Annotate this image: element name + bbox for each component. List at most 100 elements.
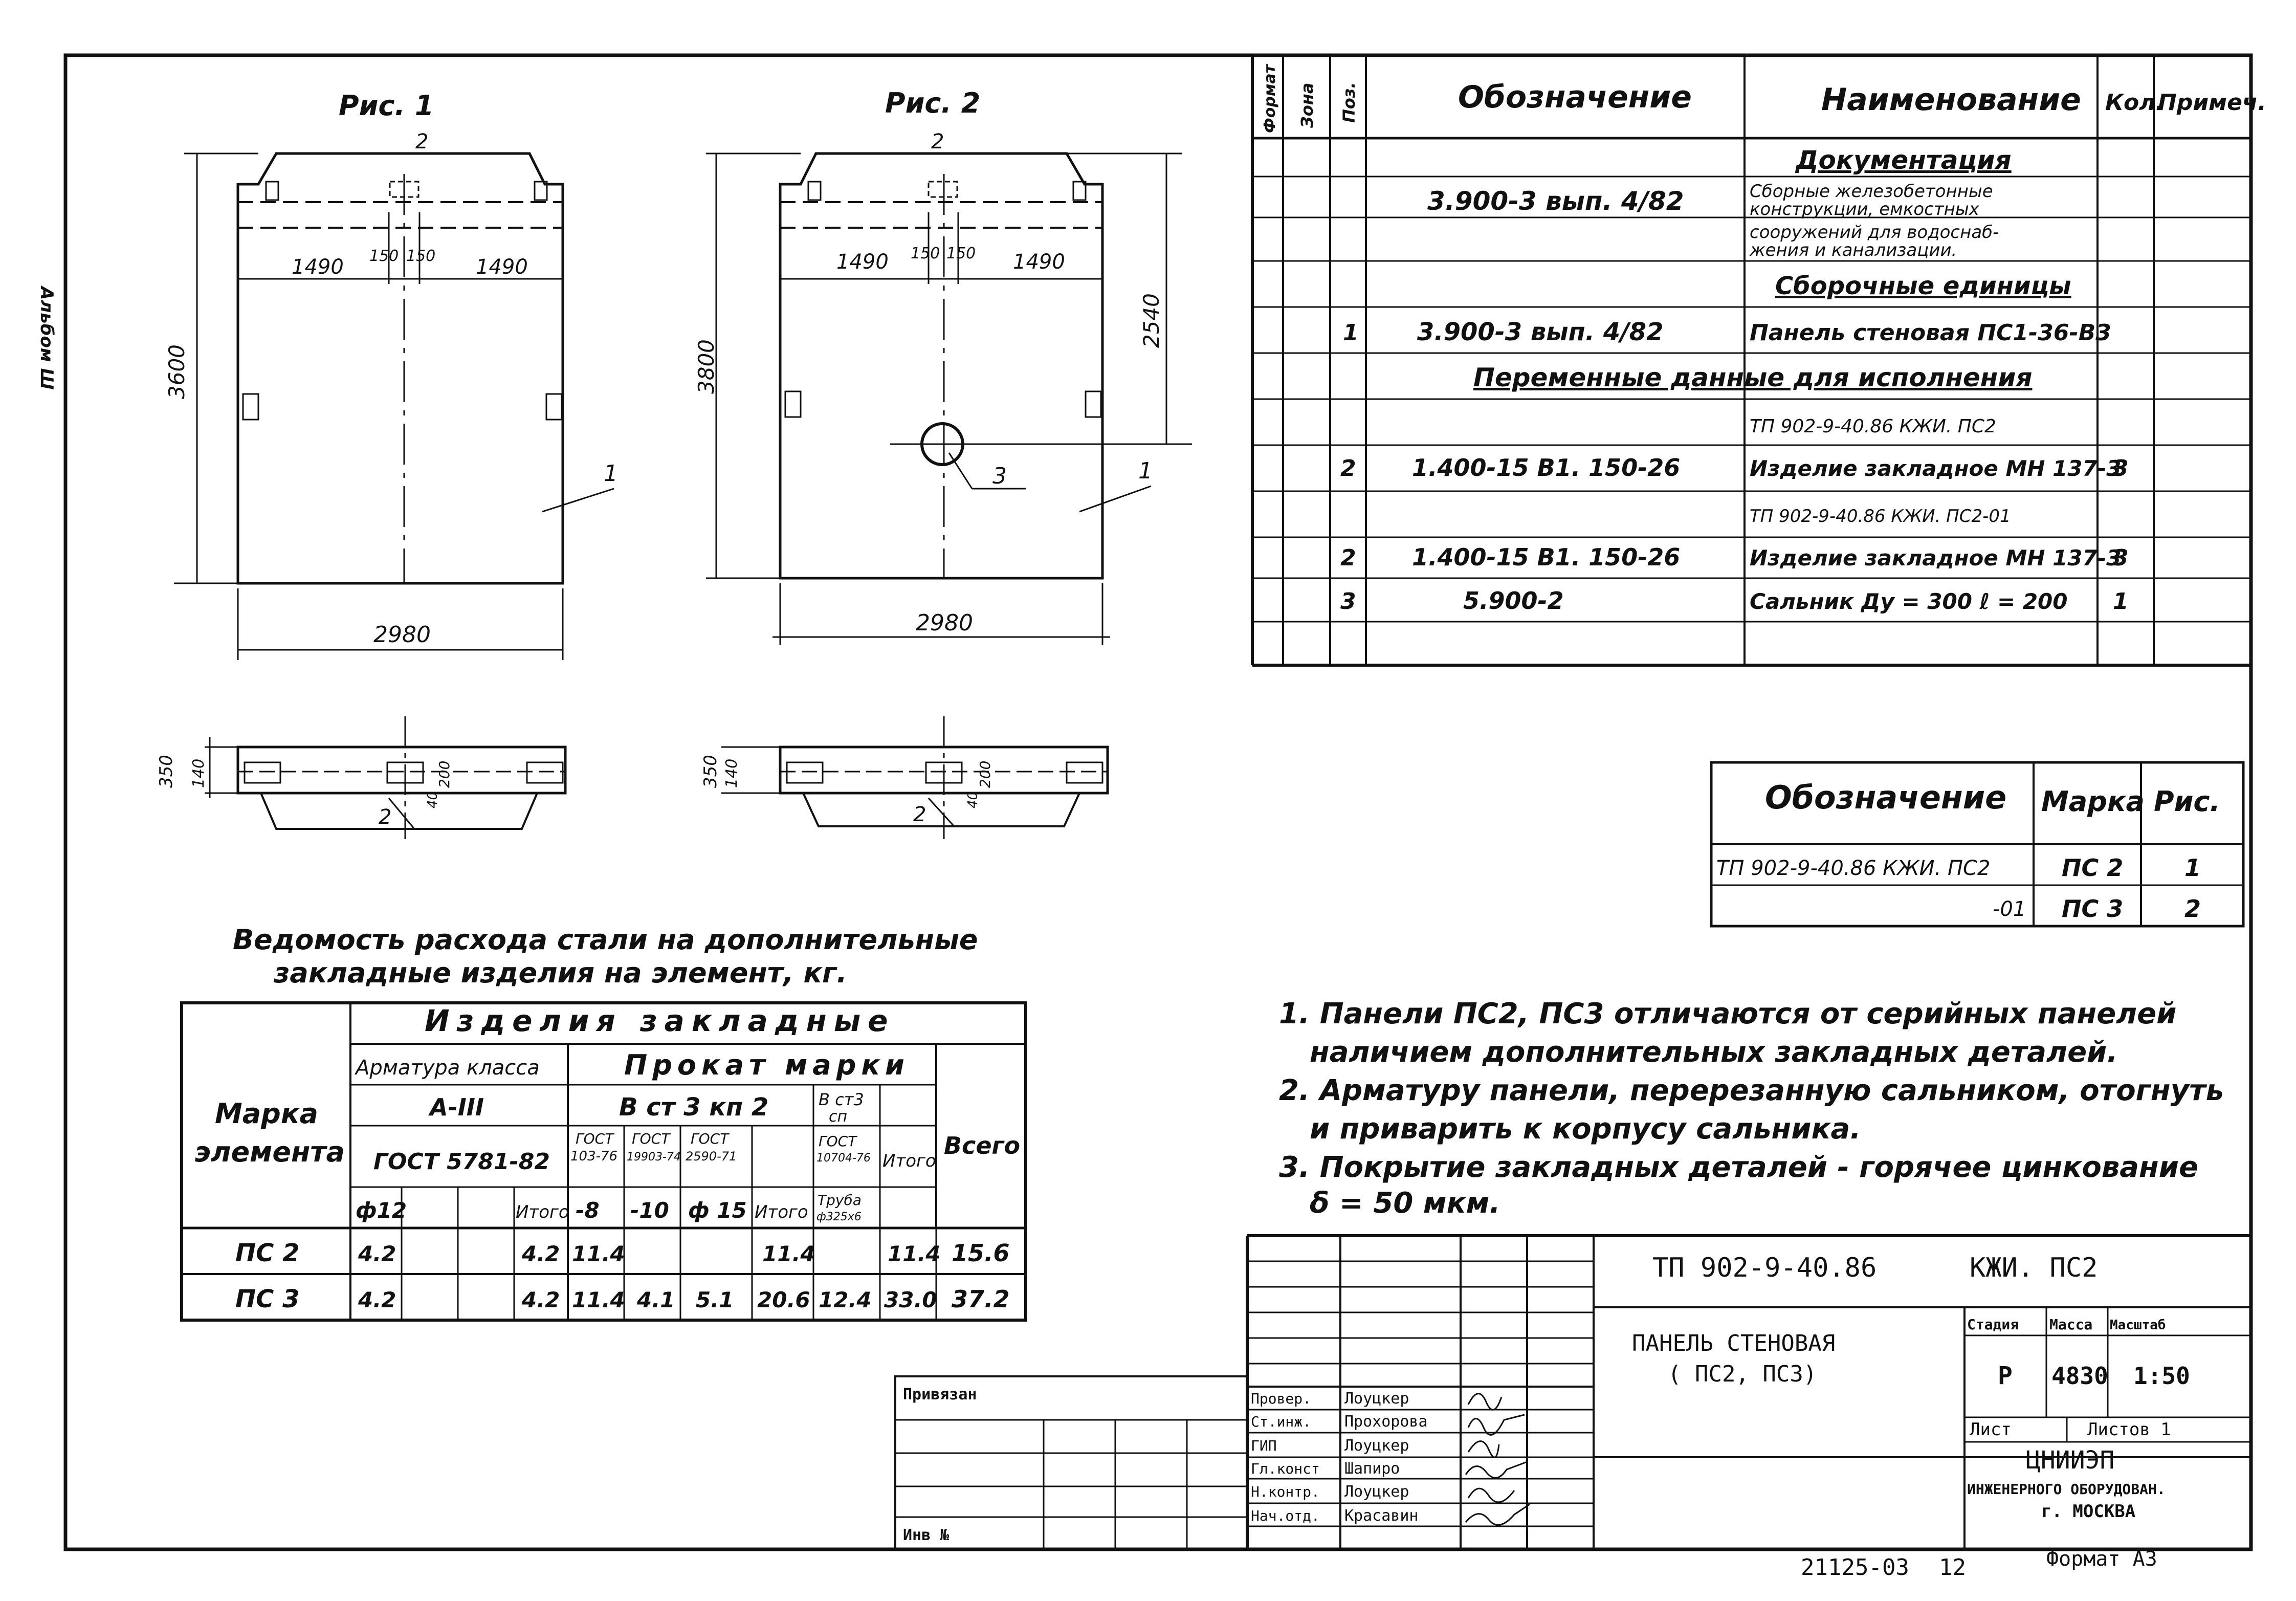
steel-h-truba-1: Труба [818, 1192, 862, 1209]
stamp-org-2: ИНЖЕНЕРНОГО ОБОРУДОВАН. [1967, 1481, 2166, 1498]
title-block: Привязан Инв № Провер. Ст.инж. ГИП Гл.ко… [894, 1234, 2251, 1581]
steel-h-gost2-b: 19903-74 [627, 1151, 681, 1164]
stamp-mass-label: Масса [2049, 1316, 2092, 1333]
fig2-panel-outline [779, 152, 1104, 580]
stamp-sheet-label: Лист [1970, 1419, 2012, 1440]
stamp-bound: Привязан [903, 1386, 977, 1403]
stamp-format: Формат А3 [2046, 1547, 2157, 1571]
spec-header-format: Формат [1261, 63, 1279, 133]
spec-section-docs: Документация [1795, 145, 2012, 175]
fig2-sec-callout: 2 [913, 803, 926, 826]
fig1-sec-callout: 2 [379, 805, 391, 829]
fig2-callout-top: 2 [931, 130, 944, 153]
fig2-dim-top-right: 1490 [1013, 250, 1065, 274]
stamp-name-1: Прохорова [1344, 1413, 1428, 1431]
signature-3 [1465, 1461, 1528, 1479]
signature-5 [1465, 1503, 1530, 1526]
steel-row2-v3: 4.2 [521, 1287, 560, 1312]
steel-h-gost4-a: ГОСТ [819, 1133, 857, 1150]
stamp-scale-label: Масштаб [2110, 1318, 2166, 1333]
fig1-dim-mid-b: 150 [406, 247, 435, 265]
stamp-title-2: ( ПС2, ПС3) [1668, 1361, 1817, 1387]
marks-table: Обозначение Марка Рис. ТП 902-9-40.86 КЖ… [1710, 761, 2245, 928]
steel-row1-v4: 11.4 [572, 1241, 625, 1266]
stamp-role-0: Провер. [1251, 1390, 1311, 1407]
spec-row1-code: 3.900-3 вып. 4/82 [1417, 318, 1663, 346]
fig2-callout-side: 1 [1138, 458, 1153, 484]
marks-row2-fig: 2 [2184, 895, 2201, 923]
steel-h-gost1-b: 103-76 [570, 1149, 617, 1164]
spec-var2: ТП 902-9-40.86 КЖИ. ПС2-01 [1750, 506, 2011, 527]
steel-h-arm: Арматура класса [354, 1056, 540, 1080]
stamp-doc-mark: КЖИ. ПС2 [1970, 1253, 2098, 1283]
spec-row4-qty: 1 [2113, 588, 2129, 615]
steel-h-total: Всего [944, 1132, 1020, 1159]
specification-table: Формат Зона Поз. Обозначение Наименовани… [1251, 55, 2266, 667]
fig2-title: Рис. 2 [885, 87, 980, 119]
spec-header-designation: Обозначение [1458, 79, 1692, 115]
figure-1: Рис. 1 1490 150 150 1490 3600 2980 2 1 [156, 90, 618, 839]
stamp-inv: Инв № [903, 1526, 950, 1544]
fig2-dim-mid-a: 150 [911, 245, 940, 262]
spec-row1-pos: 1 [1343, 320, 1359, 346]
side-label: Альбом Ш [36, 285, 57, 389]
marks-header-fig: Рис. [2154, 785, 2220, 818]
steel-title-1: Ведомость расхода стали на дополнительны… [233, 924, 978, 956]
fig1-title: Рис. 1 [339, 90, 434, 122]
steel-h-gost3-b: 2590-71 [686, 1149, 737, 1164]
steel-row2-v5: 4.1 [636, 1287, 675, 1312]
steel-row2-v8: 12.4 [819, 1287, 872, 1312]
steel-col-h-3: Итого [516, 1202, 569, 1222]
stamp-name-4: Лоуцкер [1344, 1483, 1409, 1501]
notes: 1. Панели ПС2, ПС3 отличаются от серийны… [1279, 997, 2224, 1220]
stamp-role-4: Н.контр. [1251, 1483, 1320, 1500]
marks-header-designation: Обозначение [1765, 779, 2006, 816]
fig1-dim-top-right: 1490 [476, 255, 528, 279]
steel-h-vst3kp2: В ст 3 кп 2 [619, 1093, 768, 1122]
spec-section-vars: Переменные данные для исполнения [1473, 363, 2032, 392]
steel-h-arm-gost: ГОСТ 5781-82 [373, 1149, 550, 1175]
stamp-scale: 1:50 [2133, 1362, 2190, 1390]
steel-row2-v0: 4.2 [358, 1287, 396, 1312]
fig1-dim-top-left: 1490 [292, 255, 344, 279]
stamp-org-3: г. МОСКВА [2041, 1501, 2135, 1522]
spec-row4-name: Сальник Ду = 300 ℓ = 200 [1750, 589, 2068, 614]
spec-row1-name: Панель стеновая ПС1-36-В3 [1750, 320, 2111, 346]
steel-row2-v7: 20.6 [757, 1287, 810, 1312]
spec-row2-pos: 2 [1340, 455, 1356, 481]
note-3: 3. Покрытие закладных деталей - горячее … [1279, 1151, 2198, 1184]
fig2-sec-h-part: 140 [723, 759, 741, 788]
steel-row1-v7: 11.4 [762, 1241, 815, 1266]
spec-header-zone: Зона [1297, 83, 1317, 128]
steel-h-truba-2: ф325х6 [816, 1211, 862, 1223]
fig2-callout-hole: 3 [992, 463, 1007, 489]
figure-2: Рис. 2 3 1490 150 150 1490 3800 2540 298… [694, 87, 1192, 839]
steel-row2-v9: 33.0 [884, 1287, 937, 1312]
spec-header-name: Наименование [1821, 82, 2081, 118]
fig2-dim-height: 3800 [694, 339, 719, 394]
steel-col-h-7: Итого [755, 1202, 808, 1222]
signature-2 [1467, 1440, 1500, 1458]
spec-header-qty: Кол. [2105, 90, 2164, 116]
steel-h-prokat: Прокат марки [624, 1049, 910, 1081]
fig1-callout-side: 1 [604, 460, 618, 487]
spec-row3-pos: 2 [1340, 545, 1356, 571]
fig1-panel-outline [236, 152, 564, 585]
steel-row1-v0: 4.2 [358, 1241, 396, 1266]
steel-row1-mark: ПС 2 [235, 1239, 300, 1267]
note-3b: δ = 50 мкм. [1310, 1187, 1500, 1220]
marks-row2-mark: ПС 3 [2062, 895, 2123, 923]
steel-h-vst3sp-1: В ст3 [819, 1090, 864, 1109]
steel-h-mark-1: Марка [215, 1098, 318, 1130]
spec-row2-name: Изделие закладное МН 137-3 [1750, 456, 2121, 481]
spec-doc-code: 3.900-3 вып. 4/82 [1427, 186, 1684, 216]
fig1-dim-mid-a: 150 [369, 247, 399, 265]
fig2-sec-h-small: 40 [965, 792, 981, 808]
signature-1 [1467, 1414, 1525, 1436]
spec-row2-qty: 3 [2113, 455, 2129, 481]
spec-row3-code: 1.400-15 В1. 150-26 [1412, 543, 1680, 571]
fig1-sec-h-small: 40 [425, 792, 440, 808]
spec-row3-name: Изделие закладное МН 137-3 [1750, 545, 2121, 571]
spec-doc-name-1: Сборные железобетонные [1750, 181, 1993, 202]
